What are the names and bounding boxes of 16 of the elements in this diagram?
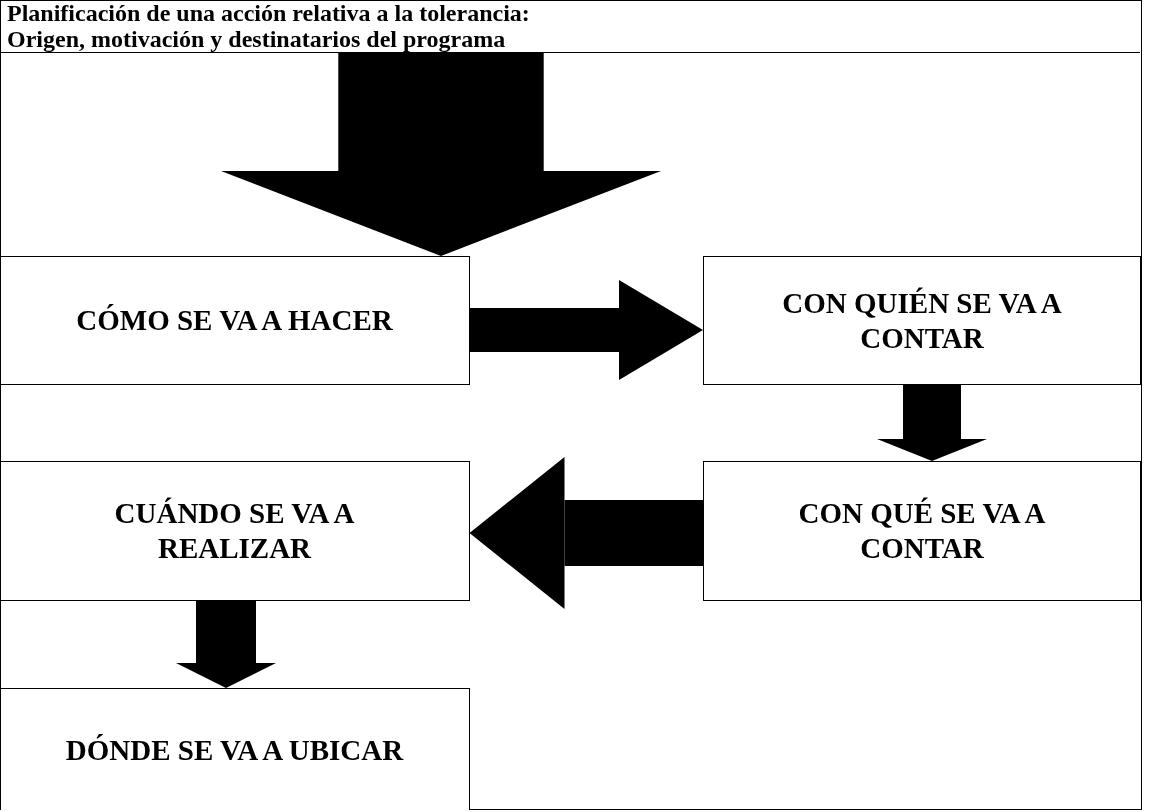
box-label: CON QUIÉN SE VA A CONTAR	[781, 285, 1063, 356]
process-box	[703, 461, 1141, 601]
box-label: DÓNDE SE VA A UBICAR	[65, 733, 404, 768]
process-box	[703, 256, 1141, 385]
box-label: CON QUÉ SE VA A CONTAR	[797, 496, 1047, 566]
block-arrow	[469, 280, 703, 380]
block-arrow	[877, 385, 987, 461]
process-box	[0, 688, 470, 810]
block-arrow	[221, 53, 661, 256]
header-title: Planificación de una acción relativa a la tolerancia:	[7, 1, 530, 27]
process-box	[0, 461, 470, 601]
header-title: Origen, motivación y destinatarios del programa	[7, 26, 506, 52]
box-label: CÓMO SE VA A HACER	[76, 303, 393, 338]
box-label: CUÁNDO SE VA A REALIZAR	[113, 496, 356, 566]
block-arrow	[176, 601, 276, 688]
process-box	[0, 256, 470, 385]
